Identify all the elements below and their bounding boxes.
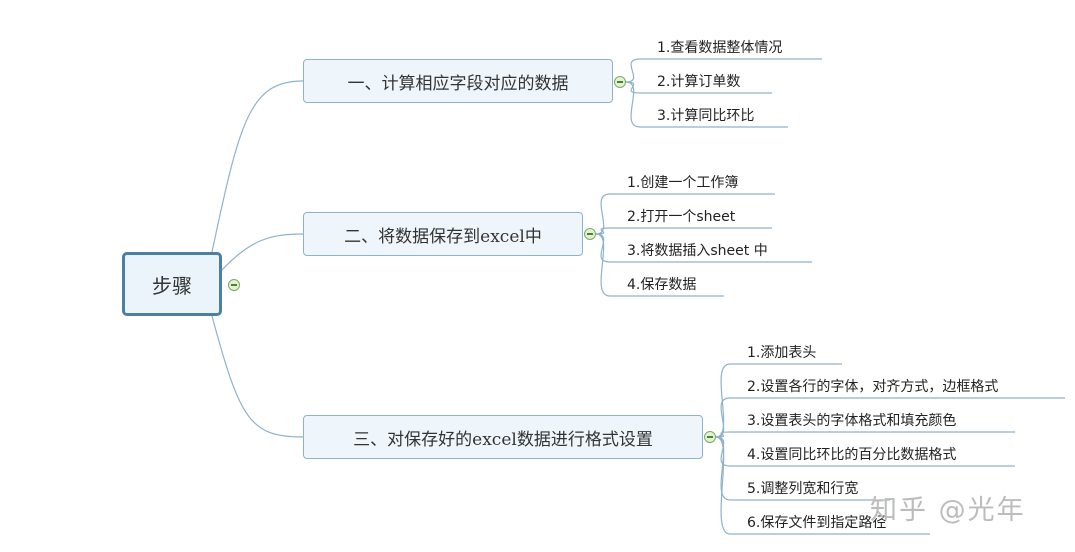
connector-line [715, 431, 731, 438]
connector-line [715, 397, 731, 438]
connector-line [211, 315, 304, 438]
connector-line [211, 80, 304, 253]
branch-node-3[interactable]: 三、对保存好的excel数据进行格式设置 [303, 415, 703, 459]
connector-line [625, 81, 641, 128]
connector-line [595, 227, 611, 235]
leaf-item[interactable]: 2.打开一个sheet [627, 209, 736, 225]
leaf-item[interactable]: 1.添加表头 [747, 345, 817, 361]
root-node[interactable]: 步骤 [122, 252, 222, 316]
connector-line [595, 233, 611, 263]
connector-line [715, 363, 731, 438]
leaf-item[interactable]: 2.计算订单数 [657, 74, 741, 90]
leaf-item[interactable]: 4.保存数据 [627, 277, 697, 293]
connector-line [595, 193, 611, 235]
leaf-item[interactable]: 3.将数据插入sheet 中 [627, 243, 768, 259]
collapse-toggle-icon[interactable] [614, 76, 626, 88]
leaf-item[interactable]: 5.调整列宽和行宽 [747, 481, 859, 497]
leaf-item[interactable]: 3.计算同比环比 [657, 108, 755, 124]
leaf-item[interactable]: 4.设置同比环比的百分比数据格式 [747, 447, 957, 463]
collapse-toggle-icon[interactable] [704, 431, 716, 443]
watermark-text: 知乎 @光年 [870, 495, 1026, 526]
connector-line [715, 436, 731, 467]
collapse-toggle-icon[interactable] [584, 228, 596, 240]
leaf-item[interactable]: 3.设置表头的字体格式和填充颜色 [747, 413, 957, 429]
connector-line [625, 58, 641, 83]
branch-node-2[interactable]: 二、将数据保存到excel中 [303, 212, 583, 256]
collapse-toggle-icon[interactable] [228, 279, 240, 291]
connector-line [221, 233, 304, 271]
leaf-item[interactable]: 2.设置各行的字体，对齐方式，边框格式 [747, 379, 999, 395]
leaf-item[interactable]: 6.保存文件到指定路径 [747, 515, 887, 531]
connector-line [715, 436, 731, 535]
leaf-item[interactable]: 1.查看数据整体情况 [657, 40, 783, 56]
connector-line [595, 233, 611, 297]
branch-node-1[interactable]: 一、计算相应字段对应的数据 [303, 59, 613, 103]
leaf-item[interactable]: 1.创建一个工作簿 [627, 175, 739, 191]
